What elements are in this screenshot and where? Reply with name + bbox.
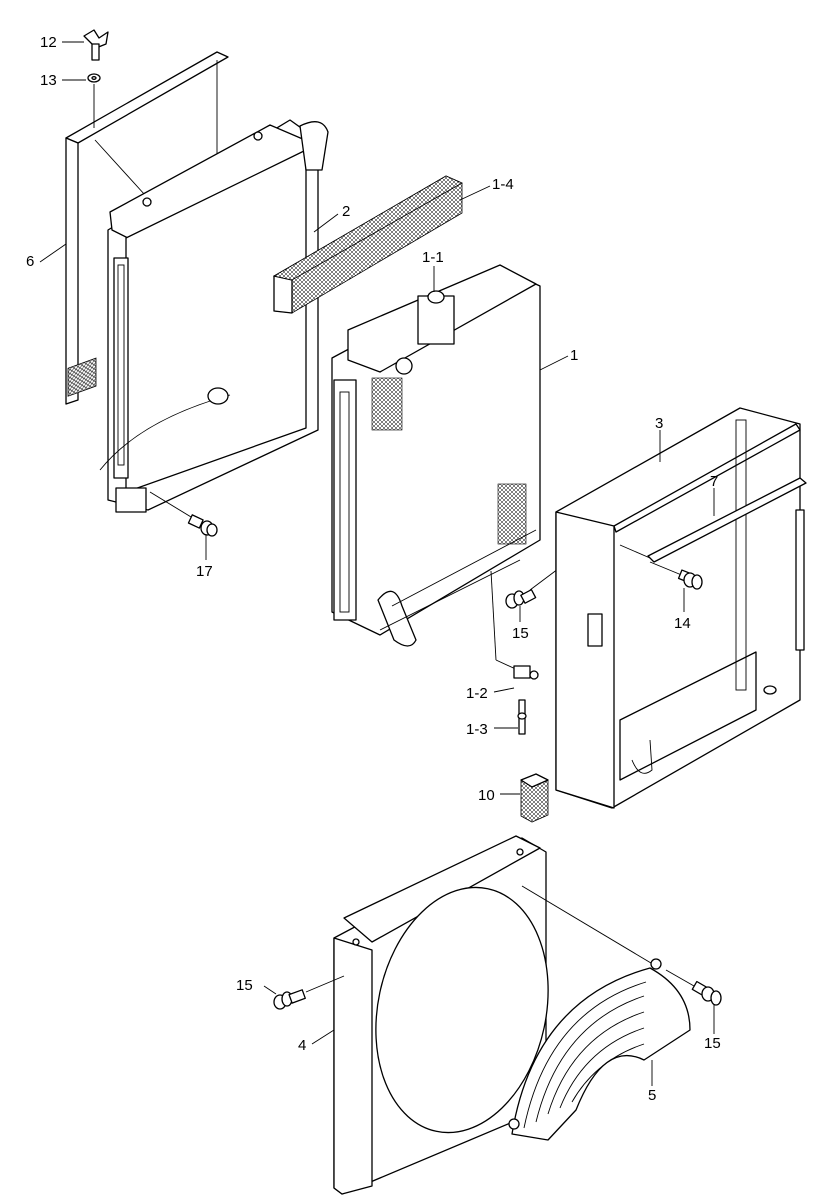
bolt-part-15-upper [505, 559, 571, 609]
leader-lines [39, 41, 715, 1086]
part-labels: 12 13 6 2 1-4 1-1 1 17 3 7 15 14 1-2 1-3… [26, 34, 721, 1104]
foam-seal-part-1-4 [272, 175, 463, 314]
label-12: 12 [40, 34, 57, 51]
side-bracket-part-6 [65, 51, 229, 405]
radiator-part-1 [331, 264, 541, 647]
fan-shroud-part-4 [333, 835, 657, 1195]
label-1: 1 [570, 347, 578, 364]
label-17: 17 [196, 563, 213, 580]
label-14: 14 [674, 615, 691, 632]
bolt-part-15-right [665, 969, 722, 1006]
label-15-upper: 15 [512, 625, 529, 642]
label-15-left: 15 [236, 977, 253, 994]
label-10: 10 [478, 787, 495, 804]
label-5: 5 [648, 1087, 656, 1104]
label-3: 3 [655, 415, 663, 432]
bolt-part-14 [649, 561, 703, 590]
rear-core-part-2 [99, 119, 329, 513]
label-13: 13 [40, 72, 57, 89]
wing-bolt-part-12 [83, 29, 109, 61]
bolt-part-17 [149, 491, 218, 537]
frame-part-3 [555, 407, 805, 809]
stay-part-7 [619, 477, 807, 563]
bolt-part-15-left [273, 975, 345, 1010]
label-1-4: 1-4 [492, 176, 514, 193]
label-1-3: 1-3 [466, 721, 488, 738]
foam-block-part-10 [520, 773, 549, 823]
label-4: 4 [298, 1037, 306, 1054]
label-1-1: 1-1 [422, 249, 444, 266]
label-15-right: 15 [704, 1035, 721, 1052]
label-2: 2 [342, 203, 350, 220]
label-1-2: 1-2 [466, 685, 488, 702]
label-7: 7 [710, 473, 718, 490]
label-6: 6 [26, 253, 34, 270]
drain-plug-part-1-3 [517, 699, 527, 735]
drain-cock-part-1-2 [490, 570, 539, 680]
fan-guard-part-5 [508, 958, 691, 1141]
washer-part-13 [87, 73, 101, 128]
